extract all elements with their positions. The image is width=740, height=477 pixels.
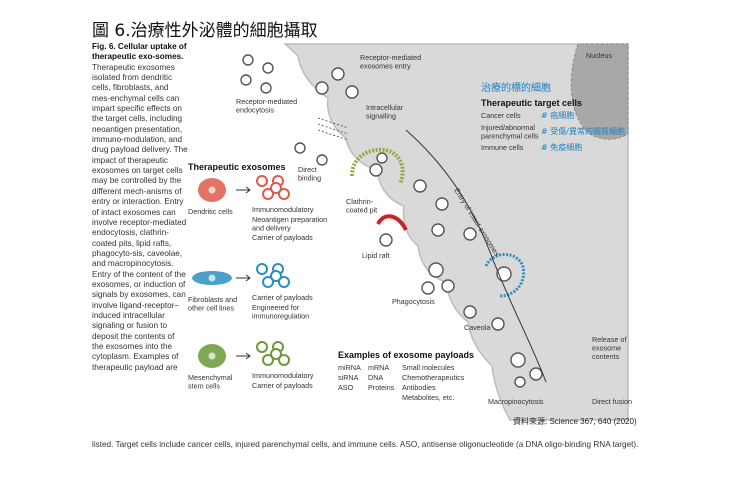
nucleus-label: Nucleus (586, 51, 612, 60)
payload-item-2-2: Antibodies (402, 383, 436, 392)
source-effect-0-2: Carrier of payloads (252, 233, 313, 242)
source-cell-label-0: Dendritic cells (188, 207, 233, 216)
nucleus (570, 43, 629, 140)
payload-item-2-0: Small molecules (402, 363, 455, 372)
target-title-zh: 治療的標的細胞 (481, 81, 551, 94)
therapeutic-exosome (256, 341, 268, 353)
source-row-0 (198, 175, 290, 202)
target-row-en-0: Cancer cells (481, 111, 521, 120)
caveola-label: Caveola (464, 323, 490, 332)
source-arrow-1 (236, 274, 251, 282)
target-row-en-2: Immune cells (481, 143, 524, 152)
payload-item-2-3: Metabolites, etc. (402, 393, 454, 402)
endocytosis-exosomes (240, 54, 274, 94)
source-credit: 資料來源: Science 367, 640 (2020) (513, 417, 637, 426)
payload-item-1-0: mRNA (368, 363, 389, 372)
lipid-raft-label: Lipid raft (362, 251, 390, 260)
caption-bottom: listed. Target cells include cancer cell… (92, 440, 639, 449)
payload-item-0-1: siRNA (338, 373, 359, 382)
lipid-raft (376, 214, 408, 231)
target-cell (283, 43, 629, 421)
source-arrow-2 (236, 352, 251, 360)
therapeutic-exosome (278, 276, 290, 288)
therapeutic-exosome (270, 348, 282, 360)
caption-text: Therapeutic exosomes isolated from dendr… (92, 62, 188, 372)
phagocytosis-cluster (421, 262, 455, 295)
caption-bold: Fig. 6. Cellular uptake of therapeutic e… (92, 42, 187, 62)
direct-binding-exosomes (294, 142, 328, 166)
source-arrow-0 (236, 186, 251, 194)
target-row-zh-1: # 受傷/異常的間質細胞 (541, 126, 625, 136)
therapeutic-exosome (270, 182, 282, 194)
figure-title: 圖 6.治療性外泌體的細胞攝取 (92, 21, 318, 41)
clathrin-label: Clathrin-coated pit (346, 197, 377, 215)
entry-arc (405, 129, 547, 383)
therapeutic-exosome (262, 354, 274, 366)
phagocytosis-label: Phagocytosis (392, 297, 435, 306)
target-row-zh-0: # 癌細胞 (541, 110, 574, 120)
payload-item-0-2: ASO (338, 383, 354, 392)
macropinocytosis-cluster (510, 352, 543, 388)
source-effect-1-0: Carrier of payloads (252, 293, 313, 302)
therapeutic-exosome (270, 270, 282, 282)
source-effect-0-0: Immunomodulatory (252, 205, 314, 214)
therapeutic-exosome (256, 263, 268, 275)
target-row-zh-2: # 免疫細胞 (541, 142, 582, 152)
payloads-heading: Examples of exosome payloads (338, 350, 474, 360)
internalized-exosomes (413, 179, 505, 331)
payload-item-1-2: Proteins (368, 383, 395, 392)
source-effect-2-0: Immunomodulatory (252, 371, 314, 380)
therapeutic-exosome (278, 188, 290, 200)
source-row-1 (192, 263, 290, 288)
macropinocytosis-label: Macropinocytosis (488, 397, 544, 406)
receptor-entry-exosomes (315, 67, 359, 99)
target-heading: Therapeutic target cells (481, 98, 582, 108)
clathrin-pit (350, 147, 405, 185)
therapeutic-exosome (262, 276, 274, 288)
direct-fusion-label: Direct fusion (592, 397, 632, 406)
payload-item-1-1: DNA (368, 373, 383, 382)
source-effect-2-1: Carrier of payloads (252, 381, 313, 390)
side-caption: Fig. 6. Cellular uptake of therapeutic e… (92, 42, 188, 373)
payload-item-2-1: Chemotherapeutics (402, 373, 465, 382)
therapeutic-exosome (256, 175, 268, 187)
therapeutic-exosome (278, 354, 290, 366)
therapeutic-exosome (262, 188, 274, 200)
therapeutic-heading: Therapeutic exosomes (188, 162, 286, 172)
signalling-lines (317, 117, 349, 141)
source-row-2 (198, 341, 290, 368)
payload-item-0-0: miRNA (338, 363, 361, 372)
